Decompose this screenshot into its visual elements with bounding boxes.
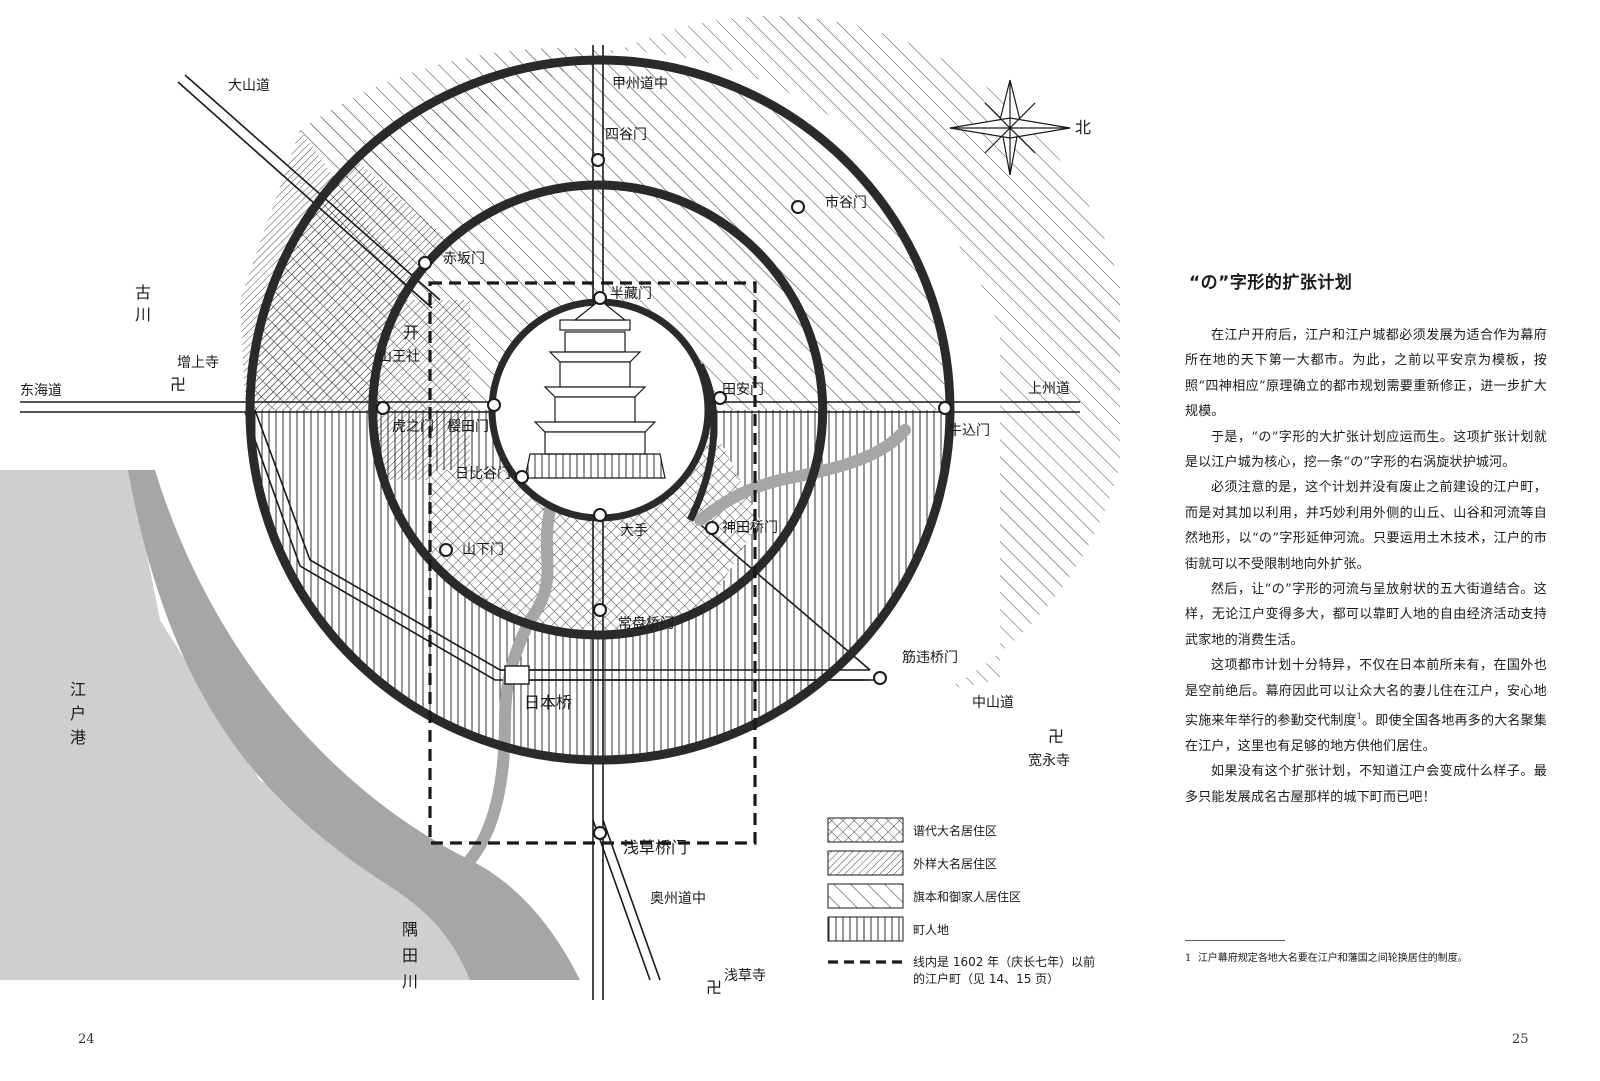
article-paragraph: 在江户开府后，江户和江户城都必须发展为适合作为幕府所在地的天下第一大都市。为此，…: [1185, 328, 1547, 420]
place-zojoji: 增上寺: [177, 355, 219, 371]
footnote-body: 江户幕府规定各地大名要在江户和藩国之间轮换居住的制度。: [1197, 953, 1468, 964]
temple-mark-kaneiji: 卍: [1048, 727, 1064, 746]
gate-sakurada: 樱田门: [447, 418, 489, 435]
sumida-river: [128, 470, 580, 980]
compass-rose: [949, 79, 1071, 176]
nihonbashi-bridge: [504, 665, 530, 685]
legend-label-chonin: 町人地: [913, 923, 949, 937]
gate-toranomon: 虎之门: [392, 419, 434, 435]
place-furukawa: 古川: [135, 283, 151, 324]
legend-label-dashed-1: 线内是 1602 年（庆长七年）以前: [913, 954, 1095, 969]
gate-kandabashi: 神田桥门: [722, 520, 778, 536]
gate-ote: 大手: [620, 523, 648, 539]
article-paragraph-text: 这项都市计划十分特异，不仅在日本前所未有，在国外也是空前绝后。幕府因此可以让众大…: [1185, 658, 1547, 729]
article-paragraph: 这项都市计划十分特异，不仅在日本前所未有，在国外也是空前绝后。幕府因此可以让众大…: [1185, 653, 1547, 759]
place-sanno: 山王社: [378, 349, 420, 365]
page-number-left: 24: [78, 1032, 95, 1047]
footnote-number: 1: [1185, 953, 1192, 964]
road-oshu: 奥州道中: [650, 890, 706, 907]
gate-hibiya: 日比谷门: [455, 466, 511, 482]
footnote-ref[interactable]: 1: [1356, 712, 1363, 722]
legend-label-dashed-2: 的江户町（见 14、15 页）: [913, 971, 1059, 986]
gate-akasaka: 赤坂门: [443, 251, 485, 267]
place-nihonbashi: 日本桥: [524, 693, 572, 712]
gate-yamashita: 山下门: [462, 542, 504, 558]
place-kaneiji: 宽永寺: [1028, 752, 1070, 769]
edo-expansion-map: 北 大山道 甲州道中 东海道 上州道 中山道 奥州道中 四谷门 市谷门 赤坂门 …: [0, 15, 1120, 1000]
footnote-divider: [1185, 940, 1285, 941]
road-oyama: 大山道: [228, 78, 270, 94]
place-sumida: 隅田川: [402, 920, 418, 991]
gate-tokiwabashi: 常盘桥门: [618, 615, 674, 632]
place-edo-port: 江户港: [70, 680, 86, 747]
road-joshu: 上州道: [1028, 381, 1070, 397]
place-sensoji: 浅草寺: [724, 968, 766, 984]
gate-hanzo: 半藏门: [610, 286, 652, 302]
temple-mark-sensoji: 卍: [706, 978, 722, 997]
road-nakasendo: 中山道: [972, 695, 1014, 711]
shrine-mark-sanno: 开: [403, 323, 419, 342]
article-paragraph: 如果没有这个扩张计划，不知道江户会变成什么样子。最多只能发展成名古屋那样的城下町…: [1185, 764, 1547, 805]
gate-markers: [376, 153, 952, 840]
temple-mark-zojoji: 卍: [170, 375, 186, 394]
pre-1602-boundary: [428, 281, 757, 845]
gate-sujikaibashi: 筋违桥门: [902, 649, 958, 666]
page-number-right: 25: [1512, 1032, 1529, 1047]
article-paragraph: 必须注意的是，这个计划并没有废止之前建设的江户町，而是对其加以利用，并巧妙利用外…: [1185, 480, 1547, 572]
legend-label-tozama: 外样大名居住区: [913, 856, 997, 871]
gate-taian: 田安门: [722, 382, 764, 398]
gate-asakusabashi: 浅草桥门: [623, 838, 687, 857]
gate-ushigome: 牛込门: [948, 423, 990, 439]
footnote: 1 江户幕府规定各地大名要在江户和藩国之间轮换居住的制度。: [1185, 940, 1545, 964]
legend-label-fudai: 谱代大名居住区: [913, 823, 997, 838]
gate-yotsuya: 四谷门: [605, 127, 647, 143]
legend-label-hatamoto: 旗本和御家人居住区: [913, 889, 1021, 904]
article: “の”字形的扩张计划 在江户开府后，江户和江户城都必须发展为适合作为幕府所在地的…: [1185, 268, 1547, 810]
footnote-text: 1 江户幕府规定各地大名要在江户和藩国之间轮换居住的制度。: [1185, 949, 1545, 964]
article-title: “の”字形的扩张计划: [1189, 273, 1353, 293]
road-koshu: 甲州道中: [612, 76, 668, 92]
article-paragraph: 然后，让“の”字形的河流与呈放射状的五大街道结合。这样，无论江户变得多大，都可以…: [1185, 582, 1547, 648]
gate-ichigaya: 市谷门: [825, 194, 867, 211]
road-tokaido: 东海道: [20, 383, 62, 399]
article-paragraph: 于是，“の”字形的大扩张计划应运而生。这项扩张计划就是以江户城为核心，挖一条“の…: [1185, 429, 1547, 471]
compass-north-label: 北: [1075, 118, 1091, 137]
edo-castle: [524, 299, 666, 479]
article-paragraph-tail: 。即使全国各地再多的大名聚集在江户，这里也有足够的地方供他们居住。: [1185, 713, 1547, 754]
map-legend: 谱代大名居住区 外样大名居住区 旗本和御家人居住区 町人地 线内是 1602 年…: [827, 817, 1095, 986]
